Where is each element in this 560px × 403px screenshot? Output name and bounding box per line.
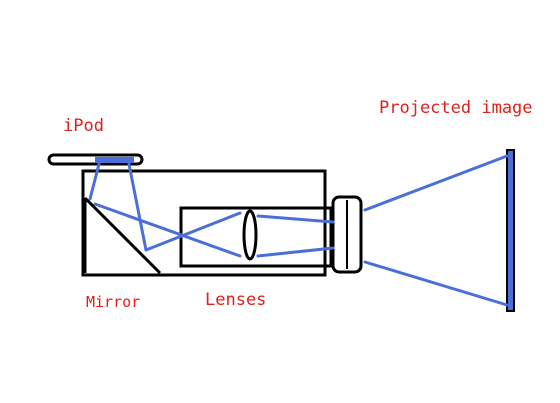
mirror-surface	[83, 196, 162, 275]
light-ray-lens-upper	[256, 214, 335, 224]
mirror-label: Mirror	[86, 293, 141, 311]
light-ray-ipod-left	[88, 162, 101, 201]
ipod-label: iPod	[63, 116, 104, 136]
light-ray-projected-upper	[363, 154, 509, 212]
inner-lens	[242, 209, 258, 261]
light-ray-ipod-right	[127, 162, 148, 252]
projection-screen	[506, 149, 515, 312]
light-rays	[88, 154, 509, 307]
front-lens-mount	[331, 195, 363, 274]
projector-housing	[81, 169, 327, 277]
light-ray-lens-lower	[256, 246, 335, 258]
light-ray-mirror-upper	[93, 202, 242, 258]
lenses-label: Lenses	[205, 290, 267, 310]
projected-image-label: Projected image	[379, 98, 533, 118]
ipod-screen	[95, 157, 134, 163]
light-ray-mirror-lower	[144, 211, 242, 252]
light-ray-projected-lower	[363, 260, 509, 307]
